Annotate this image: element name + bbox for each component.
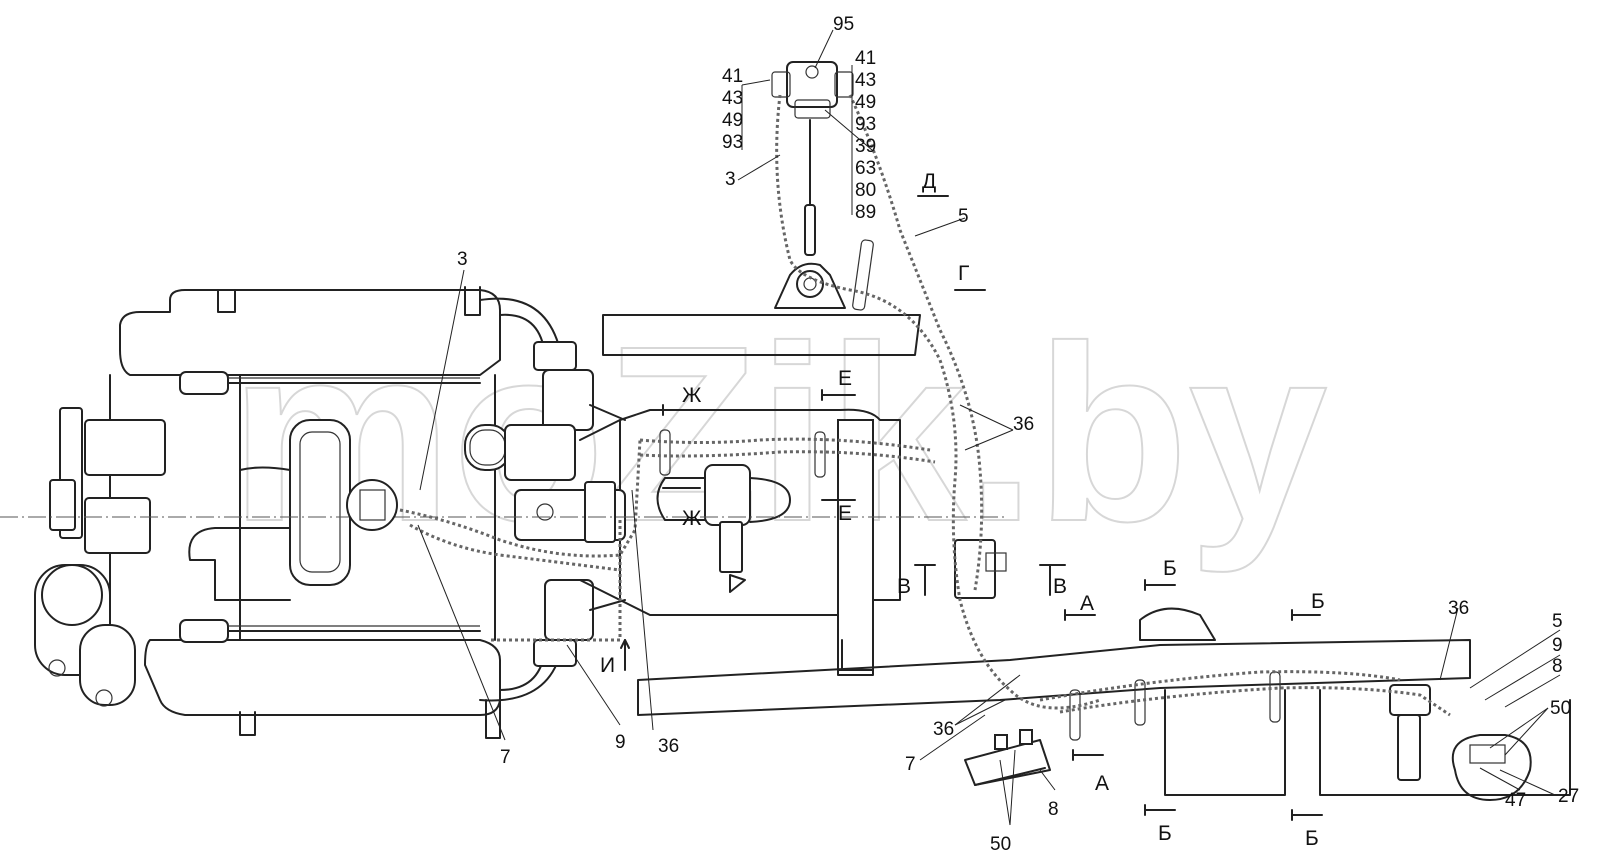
callout-36-low: 36 (933, 719, 954, 740)
callout-47: 47 (1505, 790, 1526, 811)
engine-assembly (34, 286, 594, 739)
callout-50-low: 50 (990, 834, 1011, 855)
callout-93-left: 93 (722, 132, 743, 153)
sensor-connector (346, 479, 398, 531)
callout-36-right: 36 (1448, 598, 1469, 619)
callout-39: 39 (855, 136, 876, 157)
callout-8-right: 8 (1552, 656, 1563, 677)
section-v-left: В (897, 575, 911, 598)
callout-41-right: 41 (855, 48, 876, 69)
callout-43-right: 43 (855, 70, 876, 91)
section-a-bottom: А (1095, 772, 1109, 795)
section-b-2: Б (1311, 590, 1325, 613)
section-g: Г (958, 262, 969, 285)
callout-50-right: 50 (1550, 698, 1571, 719)
transmission-assembly (514, 404, 901, 676)
callout-9-engine: 9 (615, 732, 626, 753)
section-a-top: А (1080, 592, 1094, 615)
wiring-harness (346, 94, 1451, 717)
section-i: И (600, 654, 615, 677)
callout-36-engine: 36 (658, 736, 679, 757)
section-markers (620, 195, 1323, 821)
section-e-bottom: Е (838, 502, 852, 525)
callout-3-engine: 3 (457, 249, 468, 270)
callout-43-left: 43 (722, 88, 743, 109)
section-b-3: Б (1158, 822, 1172, 845)
callout-7-engine: 7 (500, 747, 511, 768)
callout-5-top: 5 (958, 206, 969, 227)
section-b-1: Б (1163, 557, 1177, 580)
callout-36-mid: 36 (1013, 414, 1034, 435)
callout-80: 80 (855, 180, 876, 201)
callout-49-right: 49 (855, 92, 876, 113)
section-e-top: Е (838, 367, 852, 390)
section-zh-bottom: Ж (682, 507, 702, 530)
section-v-right: В (1053, 575, 1067, 598)
callout-labels: 95 41 43 49 93 41 43 49 93 39 63 80 89 3… (457, 14, 1579, 855)
watermark: moZik.by (230, 294, 1327, 573)
frame-rails (602, 314, 1571, 801)
callout-7-low: 7 (905, 754, 916, 775)
callout-9-right: 9 (1552, 635, 1563, 656)
callout-49-left: 49 (722, 110, 743, 131)
cab-switch-assembly (771, 61, 874, 311)
callout-89: 89 (855, 202, 876, 223)
section-d: Д (922, 170, 936, 193)
callout-41-left: 41 (722, 66, 743, 87)
callout-95: 95 (833, 14, 854, 35)
callout-8-low: 8 (1048, 799, 1059, 820)
callout-93-right: 93 (855, 114, 876, 135)
section-zh-top: Ж (682, 384, 702, 407)
leader-lines (417, 29, 1561, 826)
section-b-4: Б (1305, 827, 1319, 850)
callout-63: 63 (855, 158, 876, 179)
callout-27: 27 (1558, 786, 1579, 807)
callout-5-right: 5 (1552, 611, 1563, 632)
section-letters: Д Г Е Е Ж Ж В В А А Б Б Б Б И (600, 170, 1325, 850)
callout-3-top: 3 (725, 169, 736, 190)
